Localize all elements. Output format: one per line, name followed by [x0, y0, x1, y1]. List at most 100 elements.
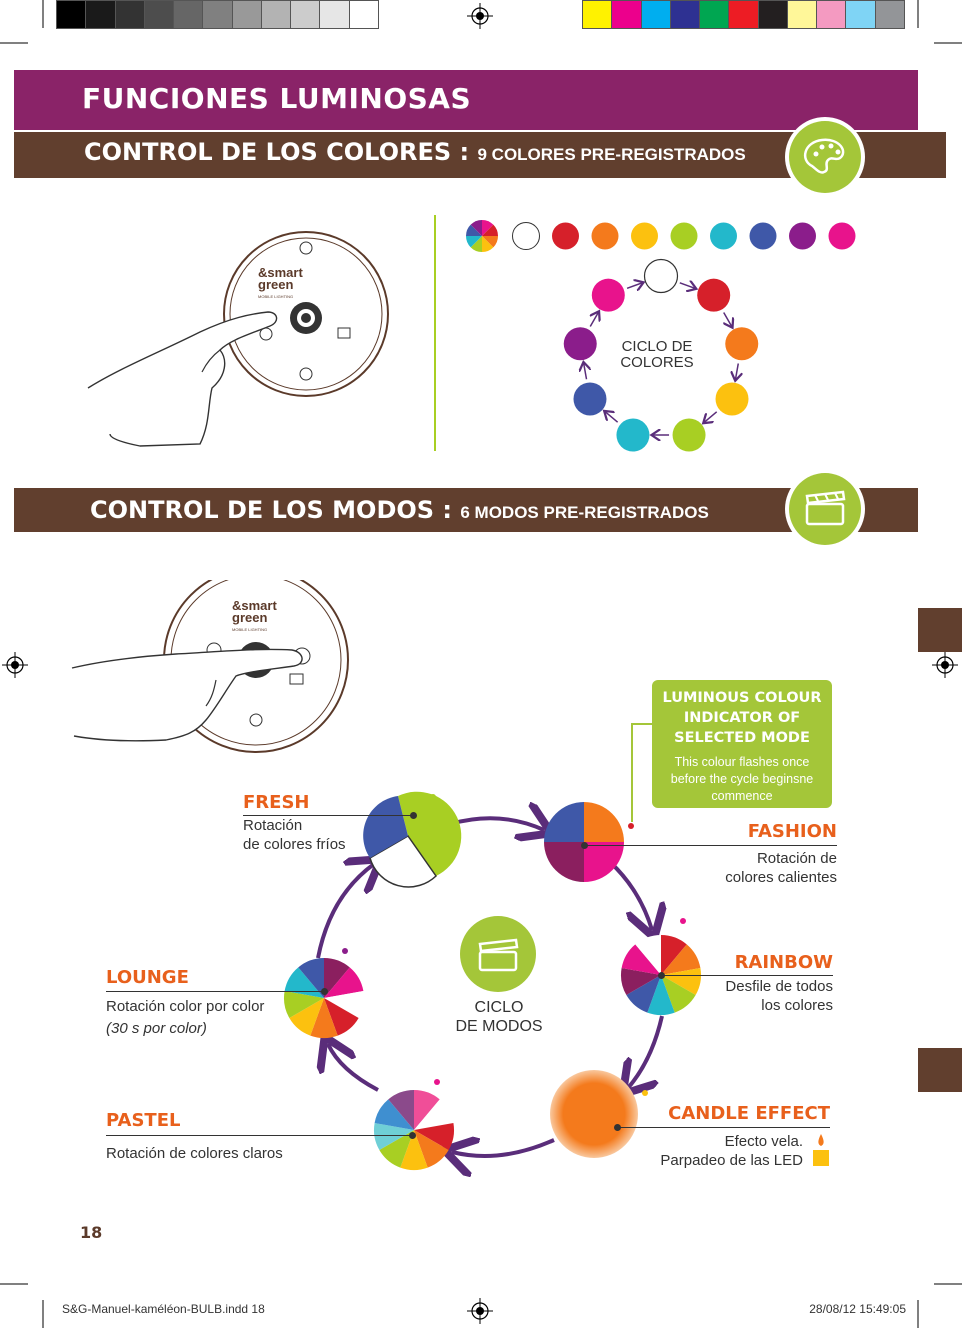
registration-mark-left: [2, 652, 28, 678]
calibration-swatch: [699, 0, 730, 29]
info-text-line1: This colour flashes once: [674, 755, 810, 769]
info-box-connector: [631, 723, 652, 822]
calibration-swatch: [728, 0, 759, 29]
arrow-lounge-to-fresh: [316, 864, 374, 959]
brand-name-line2-modes: green: [232, 610, 268, 625]
mode-cycle-label: CICLO DE MODOS: [440, 998, 558, 1036]
wheel-segment: [621, 944, 661, 975]
modes-section-subtitle: 6 MODOS PRE-REGISTRADOS: [460, 503, 709, 522]
wheel-segment: [374, 1099, 414, 1130]
side-tab-upper: [918, 608, 962, 652]
color-cycle-label-line2: COLORES: [620, 354, 694, 371]
info-box-text: This colour flashes once before the cycl…: [652, 754, 832, 805]
center-clapperboard-icon: [478, 938, 519, 972]
registration-mark-bottom: [467, 1298, 493, 1324]
wheel-segment: [482, 236, 494, 252]
fashion-mode-wheel: [544, 802, 624, 882]
candle-desc-line1: Efecto vela.: [724, 1133, 803, 1150]
colors-section-title-text: CONTROL DE LOS COLORES :: [84, 138, 470, 166]
pastel-mode-name: PASTEL: [106, 1110, 181, 1131]
wheel-segment: [400, 1130, 428, 1170]
wheel-segment: [470, 236, 482, 252]
fresh-mode-description: Rotación de colores fríos: [243, 816, 346, 854]
cycle-color-dot: [715, 382, 749, 416]
cycle-color-dot: [643, 258, 679, 294]
calibration-swatch: [56, 0, 87, 29]
cycle-color-dot: [563, 327, 597, 361]
lounge-desc-line1: Rotación color por color: [106, 998, 265, 1015]
wheel-segment: [374, 1123, 414, 1150]
rainbow-desc-line1: Desfile de todos: [725, 978, 833, 995]
fashion-leader-line: [584, 845, 837, 846]
info-text-line2: before the cycle beginsne: [670, 772, 814, 786]
calibration-swatch: [874, 0, 905, 29]
color-swatch: [789, 222, 816, 250]
calibration-swatch: [85, 0, 116, 29]
registration-mark-top: [467, 3, 493, 29]
color-swatch: [828, 222, 856, 250]
cycle-arrow: [704, 411, 718, 422]
info-title-line2: INDICATOR OF: [683, 710, 801, 726]
cycle-color-dot: [697, 278, 731, 312]
rainbow-leader-line: [661, 975, 833, 976]
fresh-leader-line: [243, 815, 413, 816]
arrow-pastel-to-lounge: [328, 1044, 379, 1092]
color-swatch: [749, 222, 777, 250]
mode-cycle-label-line2: DE MODOS: [455, 1018, 543, 1035]
brand-name-line1: &smart: [258, 265, 303, 280]
calibration-swatch: [319, 0, 350, 29]
calibration-swatch: [114, 0, 145, 29]
pastel-leader-line: [106, 1135, 412, 1136]
pastel-mode-description: Rotación de colores claros: [106, 1145, 283, 1162]
cycle-arrow: [605, 412, 619, 423]
wheel-segment: [661, 944, 701, 975]
cycle-arrow: [590, 313, 598, 327]
wheel-segment: [414, 1099, 454, 1130]
fashion-mode-name: FASHION: [747, 821, 837, 842]
mode-cycle-label-line1: CICLO: [474, 999, 524, 1016]
arrow-rainbow-to-candle: [628, 1015, 664, 1088]
candle-leader-line: [617, 1127, 830, 1128]
wheel-segment: [466, 224, 482, 236]
color-cycle-diagram: [563, 258, 759, 452]
wheel-segment: [661, 975, 696, 1013]
wheel-segment: [284, 991, 324, 1018]
wheel-segment: [379, 1130, 414, 1168]
calibration-swatch: [290, 0, 321, 29]
wheel-segment: [388, 1090, 414, 1130]
lounge-mode-name: LOUNGE: [106, 967, 189, 988]
wheel-segment: [414, 1090, 440, 1130]
wheel-segment: [482, 220, 494, 236]
fresh-desc-line2: de colores fríos: [243, 836, 346, 853]
fashion-leader-dot: [581, 842, 588, 849]
device-illustration-colors: [87, 231, 389, 447]
wheel-segment: [324, 967, 364, 998]
lounge-leader-dot: [321, 988, 328, 995]
wheel-segment: [289, 998, 324, 1036]
lounge-mode-description: Rotación color por color (30 s por color…: [106, 996, 264, 1040]
wheel-segment: [310, 998, 338, 1038]
cycle-arrow: [679, 283, 695, 289]
header-band: [14, 70, 918, 130]
calibration-swatch: [260, 0, 292, 29]
wheel-segment: [298, 958, 324, 998]
pastel-leader-dot: [409, 1132, 416, 1139]
wheel-segment: [414, 1130, 449, 1168]
calibration-bar-grays: [56, 0, 379, 29]
rainbow-leader-dot: [658, 972, 665, 979]
wheel-segment: [470, 220, 482, 236]
fresh-mode-wheel: [363, 791, 462, 888]
lounge-mode-wheel: [284, 958, 364, 1038]
candle-mode-name: CANDLE EFFECT: [668, 1103, 830, 1124]
calibration-swatch: [348, 0, 379, 29]
color-swatch: [631, 222, 658, 250]
wheel-segment: [482, 236, 498, 248]
color-cycle-label: CICLO DE COLORES: [608, 339, 706, 371]
wheel-segment: [620, 968, 661, 995]
wheel-segment: [647, 975, 675, 1016]
fresh-mode-name: FRESH: [243, 792, 310, 813]
brand-tagline-modes: MOBILE LIGHTING: [232, 627, 268, 632]
clapperboard-icon: [785, 469, 865, 549]
page-number: 18: [80, 1223, 103, 1242]
